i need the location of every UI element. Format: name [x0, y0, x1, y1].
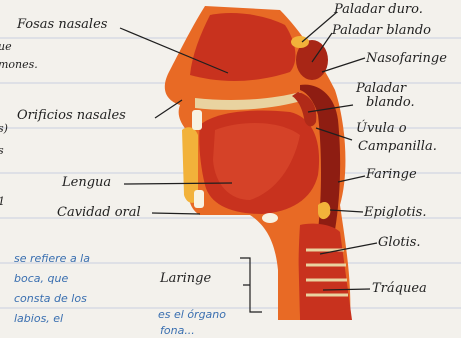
hyoid-bone — [262, 213, 278, 223]
label-fosas-nasales: Fosas nasales — [16, 17, 108, 32]
lower-teeth — [194, 190, 204, 208]
label-traquea: Tráquea — [372, 281, 427, 296]
bracket-laringe — [240, 258, 262, 312]
label-paladar-blando-2: blando. — [366, 95, 415, 110]
margin-note-left-low-1: 1 — [0, 195, 5, 208]
leader-orificios — [155, 100, 182, 118]
margin-note-left-mid-1: s) — [0, 122, 8, 135]
label-paladar-duro: Paladar duro. — [333, 2, 423, 17]
label-lengua: Lengua — [61, 175, 111, 190]
blue-note-line-5: es el órgano — [158, 308, 226, 321]
label-laringe: Laringe — [159, 271, 211, 286]
label-uvula: Úvula o — [356, 119, 407, 136]
upper-teeth — [192, 110, 202, 130]
blue-note-line-2: boca, que — [14, 272, 68, 285]
label-nasofaringe: Nasofaringe — [365, 51, 447, 66]
margin-note-left-mid-2: s — [0, 144, 4, 157]
label-paladar-blando-1: Paladar — [355, 81, 407, 96]
label-epiglotis: Epiglotis. — [363, 205, 426, 220]
margin-note-left-top-2: mones. — [0, 58, 38, 71]
label-glotis: Glotis. — [378, 235, 421, 250]
blue-note-line-1: se refiere a la — [14, 252, 90, 265]
blue-note-line-6: fona... — [160, 324, 195, 337]
leader-nasofaringe — [322, 58, 365, 72]
label-cavidad-oral: Cavidad oral — [57, 205, 141, 220]
label-orificios-nasales: Orificios nasales — [17, 108, 126, 123]
margin-note-left-top-1: ue — [0, 40, 12, 53]
blue-note-line-4: labios, el — [14, 312, 63, 325]
leader-cavidad-oral — [152, 213, 200, 214]
blue-note-line-3: consta de los — [14, 292, 87, 305]
label-paladar-blando-top: Paladar blando — [331, 23, 431, 38]
label-faringe: Faringe — [365, 167, 417, 182]
label-campanilla: Campanilla. — [358, 139, 437, 154]
